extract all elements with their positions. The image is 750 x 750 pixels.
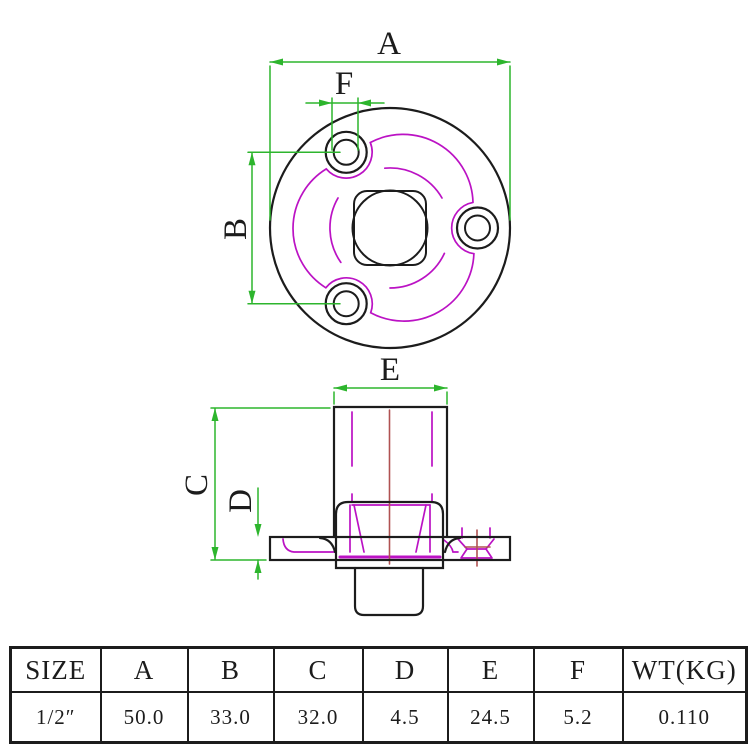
spec-value-d: 4.5 [361,691,449,744]
internal-contours [282,411,495,559]
column-header-b: B [186,646,275,693]
flange-outer-circle [268,106,512,350]
column-header-d: D [361,646,449,693]
dimension-f-label: F [335,66,353,102]
dimension-d [254,487,262,580]
column-header-c: C [272,646,364,693]
spec-value-c: 32.0 [272,691,364,744]
center-square-drive [353,190,427,266]
column-header-e: E [446,646,535,693]
spec-value-f: 5.2 [532,691,624,744]
side-view: E C D [179,352,512,617]
center-bore-circle [351,189,429,267]
spec-value-a: 50.0 [99,691,189,744]
flange-plate [268,535,512,562]
dimension-a-label: A [377,26,401,62]
dimension-e [333,384,448,405]
dimension-e-label: E [380,352,400,388]
bolt-hole [455,206,500,250]
top-view: A F B [218,26,512,350]
dimension-b-label: B [218,218,254,240]
dimension-f [305,97,385,151]
spec-value-b: 33.0 [186,691,275,744]
column-header-a: A [99,646,189,693]
dimension-c-label: C [179,474,215,496]
spec-value-weight: 0.110 [621,691,748,744]
cylinder [332,405,449,539]
dimension-a [269,58,511,221]
hex-boss [334,500,445,570]
spec-value-e: 24.5 [446,691,535,744]
base-fillet-right [443,536,462,554]
square-stub [353,566,425,617]
spec-table: SIZE A B C D E F WT(KG) 1/2″ 50.0 33.0 3… [9,646,748,744]
body-outline [268,405,512,617]
column-header-size: SIZE [9,646,102,693]
column-header-f: F [532,646,624,693]
header-row: SIZE A B C D E F WT(KG) [9,646,748,693]
dimension-d-label: D [223,489,259,513]
dimension-c [210,407,331,561]
flange-outline [268,106,512,350]
casting-contour-swirl [292,133,475,322]
table-row: 1/2″ 50.0 33.0 32.0 4.5 24.5 5.2 0.110 [9,691,748,744]
spec-value-size: 1/2″ [9,691,102,744]
base-fillet-left [318,536,337,554]
dimension-b [247,151,341,305]
centerlines [388,409,491,567]
column-header-weight: WT(KG) [621,646,748,693]
